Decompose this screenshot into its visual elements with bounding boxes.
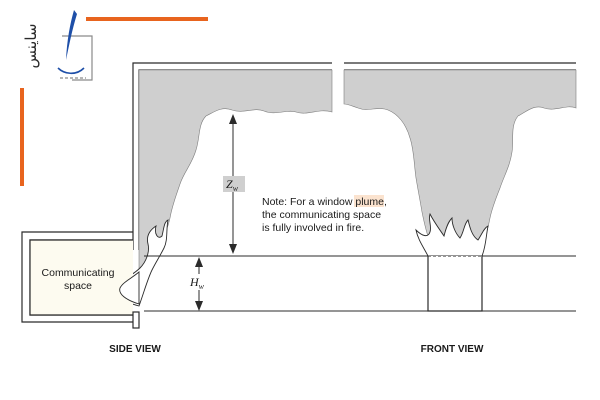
note-highlight-word: plume <box>355 196 384 208</box>
side-view: Communicating space Zw Hw SIDE VIEW <box>21 62 333 355</box>
hw-label: Hw <box>189 275 205 291</box>
communicating-space-box-outer <box>21 231 133 323</box>
note-line-1: Note: For a window plume, <box>262 196 387 208</box>
zw-arrow-top <box>229 114 237 124</box>
zw-label-bg <box>223 176 245 192</box>
note-line-3: is fully involved in fire. <box>262 222 364 234</box>
publisher-logo: ساینس <box>20 10 208 186</box>
front-flame-tongues <box>415 212 489 257</box>
side-view-caption: SIDE VIEW <box>109 344 161 355</box>
side-window-flame-front <box>119 271 140 305</box>
zw-label: Zw <box>226 177 239 193</box>
window-jamb-lower <box>132 311 140 329</box>
logo-orange-bar-top <box>86 17 208 21</box>
hw-arrow-top <box>195 257 203 267</box>
communicating-space-label-line1: Communicating <box>42 267 115 279</box>
logo-frame <box>62 35 93 81</box>
communicating-space-label-line2: space <box>64 280 92 292</box>
logo-orange-bar-left <box>20 88 24 186</box>
communicating-space-inner-redraw <box>29 239 133 316</box>
side-upper-wall-outer <box>132 62 332 250</box>
note-block: Note: For a window plume, the communicat… <box>262 195 387 234</box>
logo-curve <box>57 67 85 75</box>
logo-text: ساینس <box>22 24 40 69</box>
note-highlight <box>354 195 384 207</box>
hw-arrow-bottom <box>195 301 203 311</box>
front-view-caption: FRONT VIEW <box>421 344 484 355</box>
front-view: FRONT VIEW <box>218 62 577 355</box>
front-window-opening <box>427 256 483 312</box>
note-line-2: the communicating space <box>262 209 381 221</box>
communicating-space-fill <box>30 240 133 315</box>
hw-label-bg <box>188 274 210 290</box>
zw-arrow-bottom <box>229 244 237 254</box>
logo-quill-icon <box>66 10 77 60</box>
